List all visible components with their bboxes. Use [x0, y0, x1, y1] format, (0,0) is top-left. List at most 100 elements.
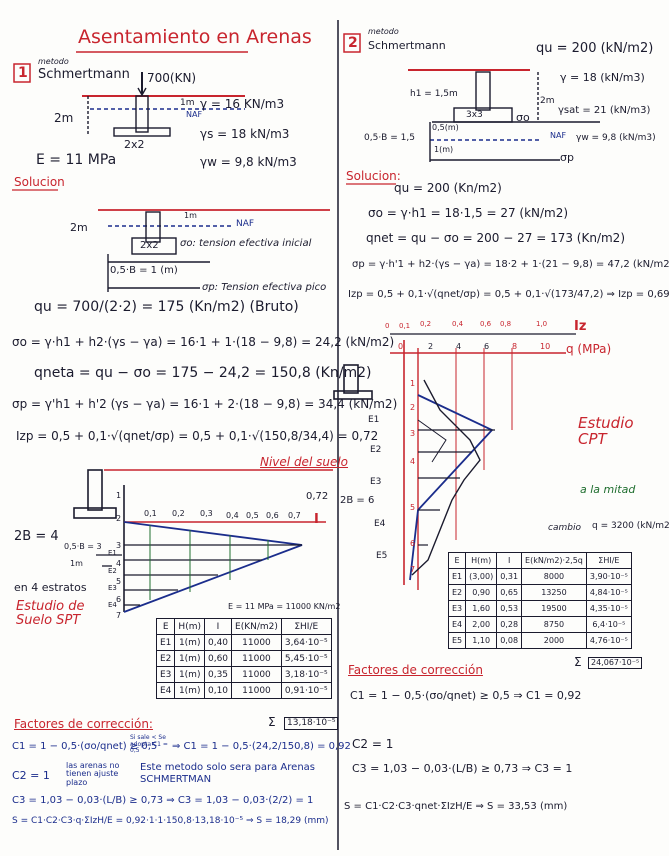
iz-tick: 0,6 [480, 320, 492, 328]
table-row: E2 0,90 0,65 13250 4,84·10⁻⁵ [447, 584, 632, 601]
left-eq-sigmap: σp = γ'h1 + h'2 (γs − γa) = 16·1 + 2·(18… [12, 397, 398, 411]
stratum-label: E5 [376, 551, 388, 561]
q-tick: 4 [456, 342, 462, 351]
left-naf-depth: 1m [180, 98, 195, 108]
depth-tick: 6 [116, 595, 122, 604]
table-header: ΣHI/E [585, 552, 632, 569]
left-fig2-naf: NAF [236, 219, 255, 229]
left-study-label: Estudio de Suelo SPT [16, 599, 85, 628]
stratum-label: E1 [108, 549, 117, 557]
depth-tick: 5 [410, 503, 416, 512]
table-cell: E1 [155, 634, 176, 651]
right-eq-sigmap: σp = γ·h'1 + h2·(γs − γa) = 18·2 + 1·(21… [352, 259, 669, 270]
q-tick: 10 [540, 342, 551, 351]
table-cell: 1(m) [174, 682, 205, 699]
table-cell: (3,00) [465, 568, 498, 585]
depth-tick: 6 [410, 539, 416, 548]
table-cell: 11000 [231, 666, 282, 683]
page-title: Asentamiento en Arenas [78, 26, 312, 48]
left-c1-note: Si sale < Se adopta C1 = 0,5 [130, 734, 168, 755]
table-cell: 0,28 [496, 616, 523, 633]
right-h1: h1 = 1,5m [410, 89, 458, 99]
table-cell: 19500 [521, 600, 587, 617]
problem-1-number: 1 [18, 65, 28, 81]
table-cell: 6,4·10⁻⁵ [585, 616, 632, 633]
table-cell: 8000 [521, 568, 587, 585]
right-footing: 3x3 [466, 110, 483, 120]
table-cell: 0,10 [203, 682, 233, 699]
left-eq-izp: Izp = 0,5 + 0,1·√(qnet/σp) = 0,5 + 0,1·√… [16, 429, 379, 443]
left-iz-peak: 0,72 [306, 491, 329, 502]
left-table-sum-label: Σ [268, 715, 276, 729]
right-one-m: 1(m) [434, 145, 454, 154]
right-cpt-label: Estudio CPT [578, 414, 634, 448]
table-row: E1 (3,00) 0,31 8000 3,90·10⁻⁵ [447, 568, 632, 585]
left-half-b: 0,5·B = 1 (m) [110, 265, 178, 276]
iz-tick: 1,0 [536, 320, 548, 328]
left-eq-sigma0: σo = γ·h1 + h2·(γs − γa) = 16·1 + 1·(18 … [12, 335, 395, 349]
right-eq-qnet: qnet = qu − σo = 200 − 27 = 173 (Kn/m2) [366, 231, 625, 245]
left-gamma: γ = 16 KN/m3 [200, 97, 285, 111]
left-stress-sketch [98, 209, 330, 292]
table-header: H(m) [465, 552, 498, 569]
table-cell: 11000 [231, 682, 282, 699]
table-row: E5 1,10 0,08 2000 4,76·10⁻⁵ [447, 632, 632, 649]
left-sigmap-label: σp: Tension efectiva pico [202, 282, 327, 293]
right-gamma-w: γw = 9,8 (kN/m3) [576, 133, 656, 143]
left-footing-sketch [82, 72, 245, 137]
q-tick: 0 [398, 342, 404, 351]
table-cell: 1(m) [174, 666, 205, 683]
depth-tick: 2 [116, 514, 122, 523]
right-naf: NAF [550, 131, 567, 140]
q-tick: 2 [428, 342, 434, 351]
left-profile-half-b: 0,5·B = 3 [64, 542, 102, 551]
table-cell: E2 [155, 650, 176, 667]
table-header: E(KN/m2) [231, 618, 282, 635]
right-half-b-small: 0,5(m) [432, 123, 459, 132]
depth-tick: 5 [116, 577, 122, 586]
table-cell: 0,40 [203, 634, 233, 651]
iz-tick: 0,2 [172, 509, 185, 518]
table-cell: 0,35 [203, 666, 233, 683]
left-settlement: S = C1·C2·C3·q·ΣIzH/E = 0,92·1·1·150,8·1… [12, 816, 329, 826]
right-c3: C3 = 1,03 − 0,03·(L/B) ≥ 0,73 ⇒ C3 = 1 [352, 762, 573, 775]
left-method-name: Schmertmann [38, 67, 130, 82]
table-header-row: E H(m) I E(kN/m2)·2,5q ΣHI/E [447, 552, 632, 569]
stratum-label: E3 [370, 477, 382, 487]
table-cell: 3,18·10⁻⁵ [280, 666, 332, 683]
table-header: E [155, 618, 176, 635]
table-cell: E2 [447, 584, 467, 601]
left-c1-a: C1 = 1 − 0,5·(σo/qnet) ≥ 0,5 [12, 741, 158, 752]
left-strata-table: E H(m) I E(KN/m2) ΣHI/E E1 1(m) 0,40 110… [155, 618, 332, 699]
left-footing: 2x2 [124, 138, 145, 151]
depth-tick: 2 [410, 403, 416, 412]
left-iz-profile [73, 469, 333, 613]
left-load: 700(KN) [147, 71, 197, 85]
table-cell: E3 [447, 600, 467, 617]
table-cell: 8750 [521, 616, 587, 633]
depth-tick: 3 [410, 429, 416, 438]
q-tick: 8 [512, 342, 518, 351]
right-gamma-sat: γsat = 21 (kN/m3) [558, 105, 651, 116]
right-sigma0-sym: σo [516, 111, 530, 124]
left-c2-note: las arenas no tienen ajuste plazo [66, 761, 120, 787]
table-row: E2 1(m) 0,60 11000 5,45·10⁻⁵ [155, 650, 332, 667]
right-gamma: γ = 18 (kN/m3) [560, 71, 645, 84]
iz-tick: 0,1 [144, 509, 157, 518]
table-cell: E5 [447, 632, 467, 649]
left-method-label: metodo [38, 57, 69, 66]
right-twoB: 2B = 6 [340, 495, 375, 506]
table-row: E4 2,00 0,28 8750 6,4·10⁻⁵ [447, 616, 632, 633]
right-sigmap-sym: σp [560, 151, 574, 164]
left-gamma-w: γw = 9,8 kN/m3 [200, 155, 297, 169]
left-fig2-footing: 2x2 [140, 240, 159, 251]
left-profile-half-b-depth: 1m [70, 559, 83, 568]
stratum-label: E2 [370, 445, 382, 455]
left-strata-note: en 4 estratos [14, 581, 87, 594]
left-solution-label: Solucion [14, 175, 65, 189]
stratum-label: E1 [368, 415, 380, 425]
table-row: E1 1(m) 0,40 11000 3,64·10⁻⁵ [155, 634, 332, 651]
depth-tick: 7 [116, 611, 122, 620]
iz-tick: 0,6 [266, 511, 279, 520]
